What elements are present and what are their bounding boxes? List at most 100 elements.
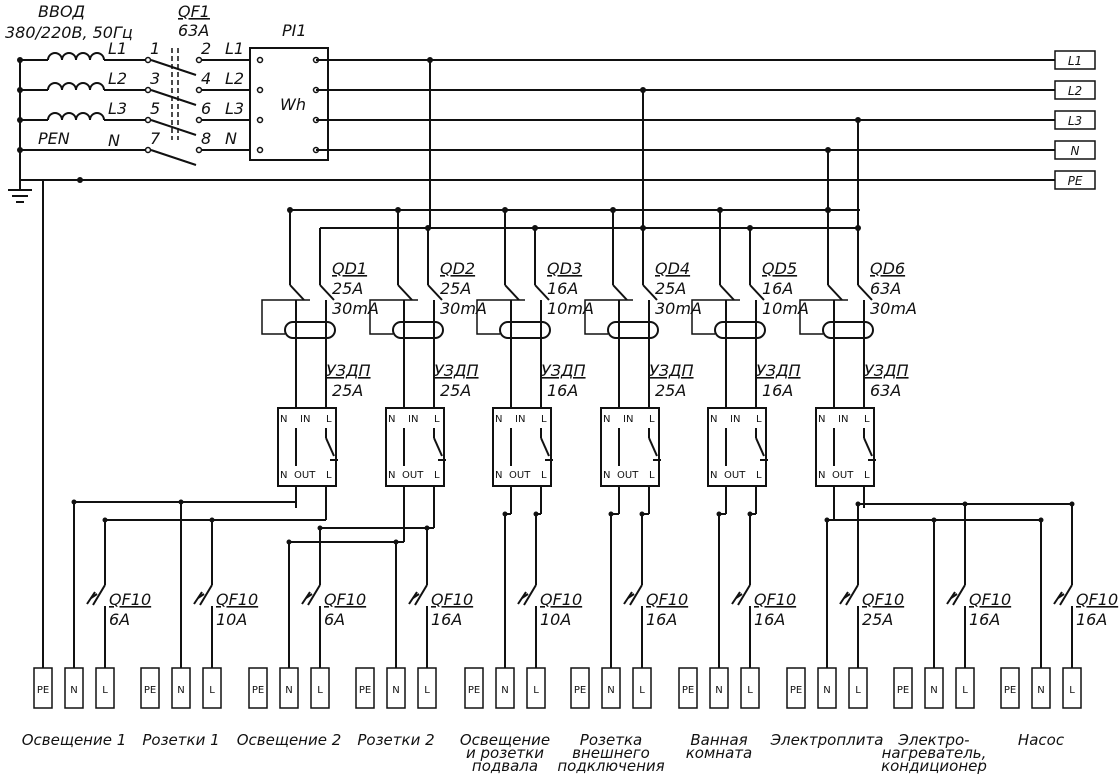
load-caption: Розетки 2 bbox=[357, 731, 434, 749]
uzdp-terminal-l-out: L bbox=[649, 470, 655, 481]
rcd-5-uzdp-box bbox=[707, 407, 767, 487]
ground-junction bbox=[17, 87, 23, 93]
uzdp-terminal-l-in: L bbox=[756, 414, 762, 425]
qf10-7-rating: 16А bbox=[754, 610, 785, 629]
load-10-terminal-PE bbox=[1000, 667, 1020, 709]
input-winding bbox=[47, 52, 105, 61]
rcd-2-current: 25А bbox=[440, 279, 471, 298]
branch-junction bbox=[533, 511, 539, 517]
qf1-contact-blade bbox=[150, 89, 197, 106]
uzdp-terminal-l-out: L bbox=[864, 470, 870, 481]
rcd-1-uzdp-rating: 25А bbox=[332, 381, 363, 400]
load-8-terminal-N bbox=[817, 667, 837, 709]
qf10-9-blade bbox=[952, 584, 966, 606]
load-2-terminal-PE bbox=[140, 667, 160, 709]
qf10-6-rating: 16А bbox=[646, 610, 677, 629]
terminal-label-N: N bbox=[607, 685, 614, 696]
rcd-4-leak: 30mA bbox=[655, 299, 702, 318]
qf10-5-mark bbox=[517, 591, 527, 605]
terminal-label-L: L bbox=[533, 685, 539, 696]
rcd-6-current: 63А bbox=[870, 279, 901, 298]
load-caption: Освещение 1 bbox=[22, 731, 127, 749]
qf10-4-blade bbox=[414, 584, 428, 606]
branch-junction bbox=[209, 517, 215, 523]
uzdp-terminal-n-in: N bbox=[388, 414, 395, 425]
uzdp-terminal-in: IN bbox=[300, 414, 310, 425]
rcd-5-leak: 10mA bbox=[762, 299, 809, 318]
rcd-6-uzdp-box bbox=[815, 407, 875, 487]
uzdp-terminal-l-out: L bbox=[541, 470, 547, 481]
qf10-8-blade bbox=[845, 584, 859, 606]
load-caption: кондиционер bbox=[881, 757, 987, 775]
uzdp-terminal-out: OUT bbox=[294, 470, 316, 481]
qf1-terminal-in: 5 bbox=[150, 99, 160, 118]
terminal-label-L: L bbox=[424, 685, 430, 696]
rcd-1-name: QD1 bbox=[332, 259, 367, 278]
rcd-3-trip-link bbox=[476, 299, 525, 335]
terminal-label-N: N bbox=[177, 685, 184, 696]
load-caption: Розетки 1 bbox=[142, 731, 219, 749]
qf10-9-name: QF10 bbox=[969, 590, 1011, 609]
qf10-10-name: QF10 bbox=[1076, 590, 1118, 609]
uzdp-terminal-n-in: N bbox=[495, 414, 502, 425]
bus-label-L2: L2 bbox=[1068, 84, 1082, 98]
phase-bar-dot bbox=[747, 225, 753, 231]
rcd-1-uzdp-switch bbox=[325, 437, 335, 457]
qf10-10-blade bbox=[1059, 584, 1073, 606]
qf10-1-rating: 6А bbox=[109, 610, 130, 629]
qf10-7-blade bbox=[737, 584, 751, 606]
qf1-input-contact bbox=[144, 146, 152, 154]
qf1-mechanical-link bbox=[171, 48, 179, 140]
uzdp-terminal-out: OUT bbox=[402, 470, 424, 481]
uzdp-terminal-l-out: L bbox=[434, 470, 440, 481]
terminal-label-L: L bbox=[102, 685, 108, 696]
load-4-terminal-N bbox=[386, 667, 406, 709]
uzdp-terminal-l-in: L bbox=[326, 414, 332, 425]
qf1-contact-blade bbox=[150, 59, 197, 76]
qf1-output-contact bbox=[195, 146, 203, 154]
uzdp-terminal-l-out: L bbox=[756, 470, 762, 481]
uzdp-terminal-n-out: N bbox=[603, 470, 610, 481]
load-3-terminal-L bbox=[310, 667, 330, 709]
qf10-10-mark bbox=[1053, 591, 1063, 605]
rcd-3-l-contact bbox=[534, 284, 550, 301]
load-caption: Насос bbox=[1018, 731, 1065, 749]
terminal-label-PE: PE bbox=[574, 685, 586, 696]
branch-junction bbox=[71, 499, 77, 505]
terminal-label-N: N bbox=[930, 685, 937, 696]
rcd-2-n-contact bbox=[397, 284, 413, 301]
terminal-label-N: N bbox=[70, 685, 77, 696]
meter-input-label: L2 bbox=[225, 69, 244, 88]
qf10-8-name: QF10 bbox=[862, 590, 904, 609]
load-caption: комната bbox=[686, 744, 752, 762]
bus-label-PE: PE bbox=[1068, 174, 1083, 188]
qf10-1-name: QF10 bbox=[109, 590, 151, 609]
rcd-5-uzdp-name: УЗДП bbox=[756, 361, 801, 380]
uzdp-terminal-n-out: N bbox=[388, 470, 395, 481]
rcd-2-leak: 30mA bbox=[440, 299, 487, 318]
qf10-3-mark bbox=[301, 591, 311, 605]
bus-label-L1: L1 bbox=[1068, 54, 1082, 68]
rcd-2-uzdp-box bbox=[385, 407, 445, 487]
load-7-terminal-N bbox=[709, 667, 729, 709]
load-4-terminal-PE bbox=[355, 667, 375, 709]
qf1-rating: 63А bbox=[178, 21, 209, 40]
rcd-6-uzdp-rating: 63А bbox=[870, 381, 901, 400]
qf10-1-mark bbox=[86, 591, 96, 605]
pe-junction bbox=[77, 177, 83, 183]
qf10-2-name: QF10 bbox=[216, 590, 258, 609]
branch-junction bbox=[931, 517, 937, 523]
rcd-4-n-contact bbox=[612, 284, 628, 301]
qf1-terminal-in: 7 bbox=[150, 129, 161, 148]
rcd-5-toroid bbox=[714, 321, 766, 339]
load-10-terminal-N bbox=[1031, 667, 1051, 709]
terminal-label-N: N bbox=[392, 685, 399, 696]
input-label-L2: L2 bbox=[108, 69, 127, 88]
rcd-4-uzdp-name: УЗДП bbox=[649, 361, 694, 380]
load-10-terminal-L bbox=[1062, 667, 1082, 709]
rcd-1-leak: 30mA bbox=[332, 299, 379, 318]
bus-tag-L2 bbox=[1054, 80, 1096, 100]
load-6-terminal-L bbox=[632, 667, 652, 709]
load-4-terminal-L bbox=[417, 667, 437, 709]
uzdp-terminal-out: OUT bbox=[724, 470, 746, 481]
